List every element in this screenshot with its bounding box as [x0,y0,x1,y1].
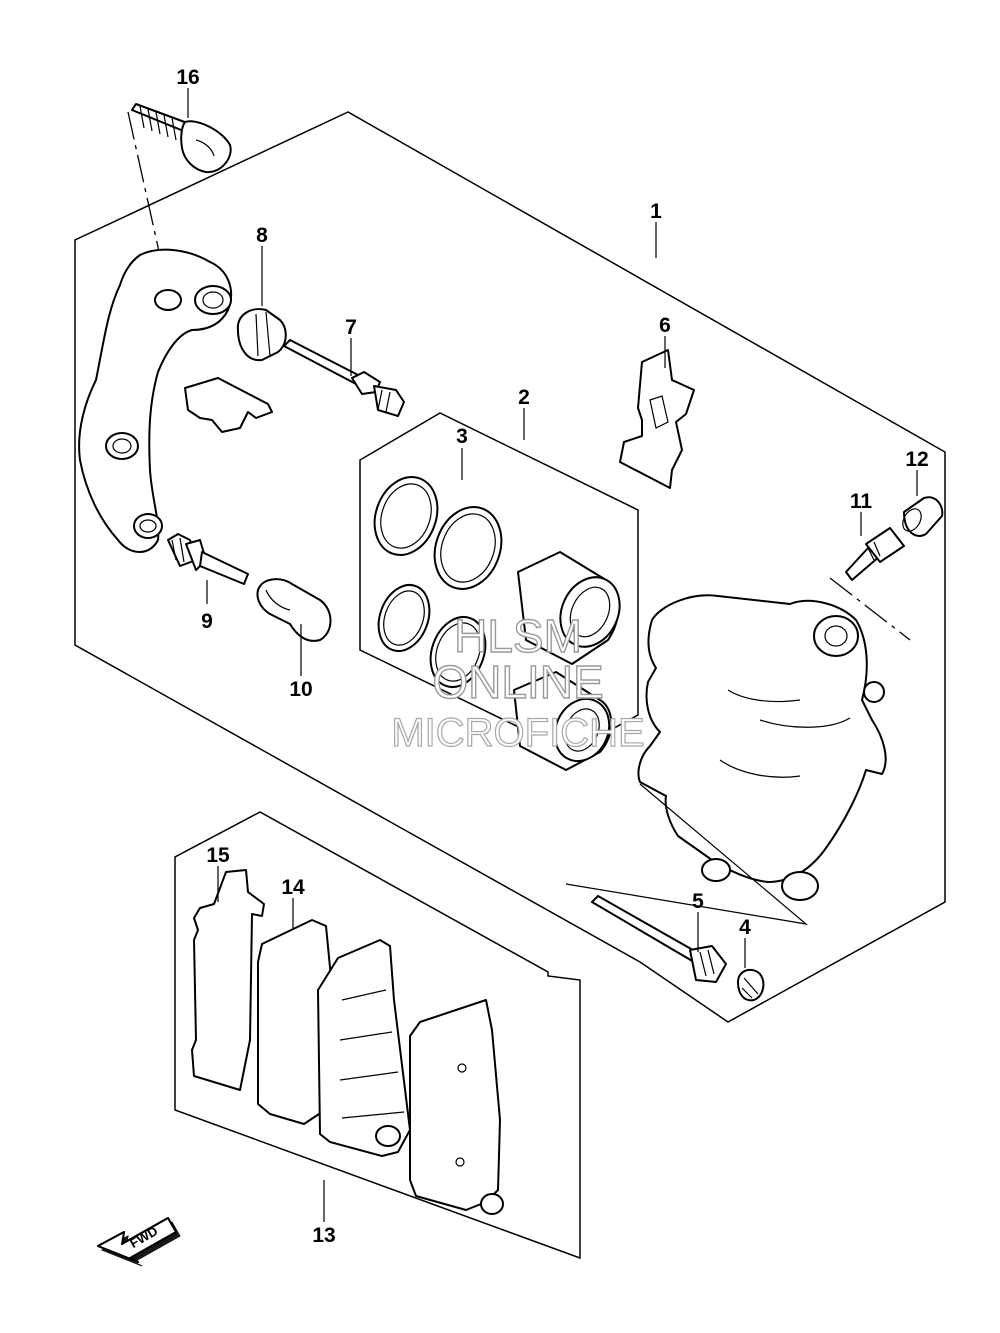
caliper-body [637,594,887,901]
watermark-line-3: MICROFICHE [391,711,644,755]
anti-squeal-plate [257,919,333,1125]
callout-10: 10 [289,678,312,701]
callout-16: 16 [176,66,199,89]
boot [236,308,287,362]
bleeder-valve [845,527,905,581]
callout-labels: 1 2 3 4 5 6 7 8 9 10 11 12 13 14 15 16 [176,66,928,1247]
pad-spring [619,349,695,489]
brake-pad-front [317,939,411,1157]
pad-pin [591,895,727,983]
mounting-bolt [131,103,232,174]
callout-5: 5 [692,890,704,913]
pad-clip-bracket [184,377,273,433]
caliper-bracket [78,248,233,553]
callout-11: 11 [850,490,873,513]
callout-14: 14 [281,876,305,899]
caliper-assembly-outline [74,111,946,1023]
pin-plug [737,968,765,1002]
callout-3: 3 [456,425,468,448]
pad-shim [191,869,265,1091]
piston-seals [373,476,503,688]
watermark-line-2: ONLINE [432,656,603,708]
callout-2: 2 [518,386,530,409]
callout-8: 8 [256,224,268,247]
pad-spring-slot [649,395,669,429]
callout-13: 13 [312,1224,335,1247]
leader-lines [187,88,918,1222]
pin-guide-lines [565,783,809,925]
watermark: HLSM ONLINE MICROFICHE [391,609,646,755]
bleeder-centerline [829,577,911,641]
sliding-pin-7 [283,339,405,417]
sliding-pin-9 [167,533,249,585]
fwd-arrow-icon: FWD [97,1217,181,1267]
callout-6: 6 [659,314,671,337]
pad-set-outline [174,811,581,1260]
callout-9: 9 [201,610,213,633]
brake-pad-rear [409,999,504,1215]
watermark-line-1: HLSM [454,610,582,662]
callout-7: 7 [345,316,357,339]
callout-15: 15 [206,844,230,867]
callout-4: 4 [739,916,751,939]
boot-10 [256,578,332,642]
pistons [513,551,621,771]
callout-12: 12 [905,448,928,471]
bleeder-cap [902,496,944,537]
callout-1: 1 [650,200,662,223]
